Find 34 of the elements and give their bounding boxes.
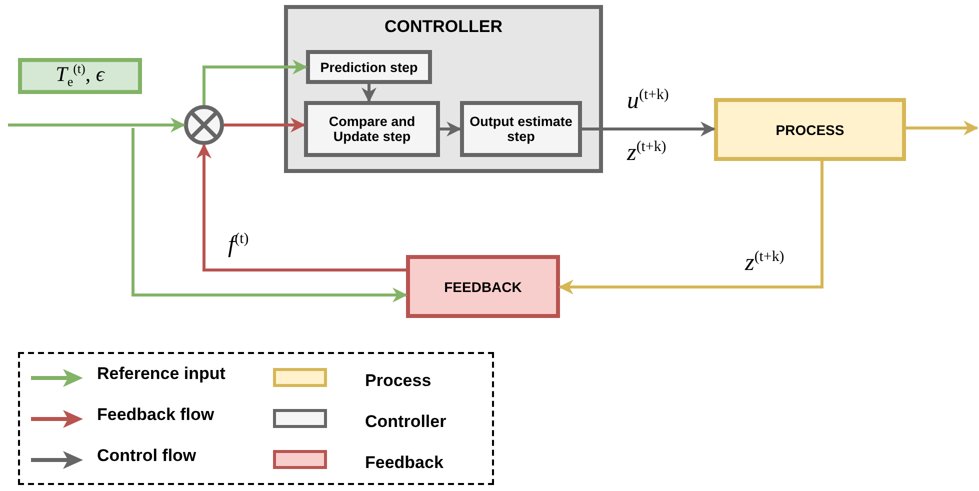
legend-label: Feedback flow <box>97 405 214 425</box>
legend-label: Control flow <box>97 446 196 466</box>
controller-container <box>284 5 603 173</box>
feedback-box <box>406 255 560 318</box>
arrow <box>8 118 186 132</box>
input-box <box>18 58 142 94</box>
legend-label: Controller <box>365 412 446 432</box>
process-box <box>460 101 582 157</box>
edge-label: u$^{(t+k)}$ <box>627 88 669 113</box>
box-label: PROCESS <box>776 122 844 138</box>
process-box <box>304 101 440 157</box>
arrow <box>362 84 376 102</box>
edge-label: f$^{(t)}$ <box>228 232 249 257</box>
box-label: FEEDBACK <box>444 278 522 294</box>
container-title: CONTROLLER <box>384 17 503 37</box>
edge-label: z$^{(t+k)}$ <box>745 250 784 275</box>
box-label: Output estimate step <box>468 114 574 144</box>
signal-label: z$^{(t+k)}$ <box>627 140 666 165</box>
legend-label: Process <box>365 371 432 391</box>
arrow <box>224 118 306 132</box>
arrow <box>132 128 408 302</box>
box-label: T$_{e}$$^{(t)}$, ϵ <box>56 61 104 91</box>
process-box <box>714 98 906 161</box>
legend-label: Feedback <box>365 453 444 473</box>
arrow <box>906 120 978 136</box>
legend-label: Reference input <box>97 364 226 384</box>
box-label: Compare and Update step <box>328 114 416 144</box>
arrow <box>558 161 824 294</box>
arrow <box>440 122 462 136</box>
arrow <box>196 144 406 272</box>
process-box <box>306 50 432 84</box>
box-label: Prediction step <box>320 60 418 74</box>
arrow <box>202 60 308 105</box>
arrow <box>582 122 716 136</box>
